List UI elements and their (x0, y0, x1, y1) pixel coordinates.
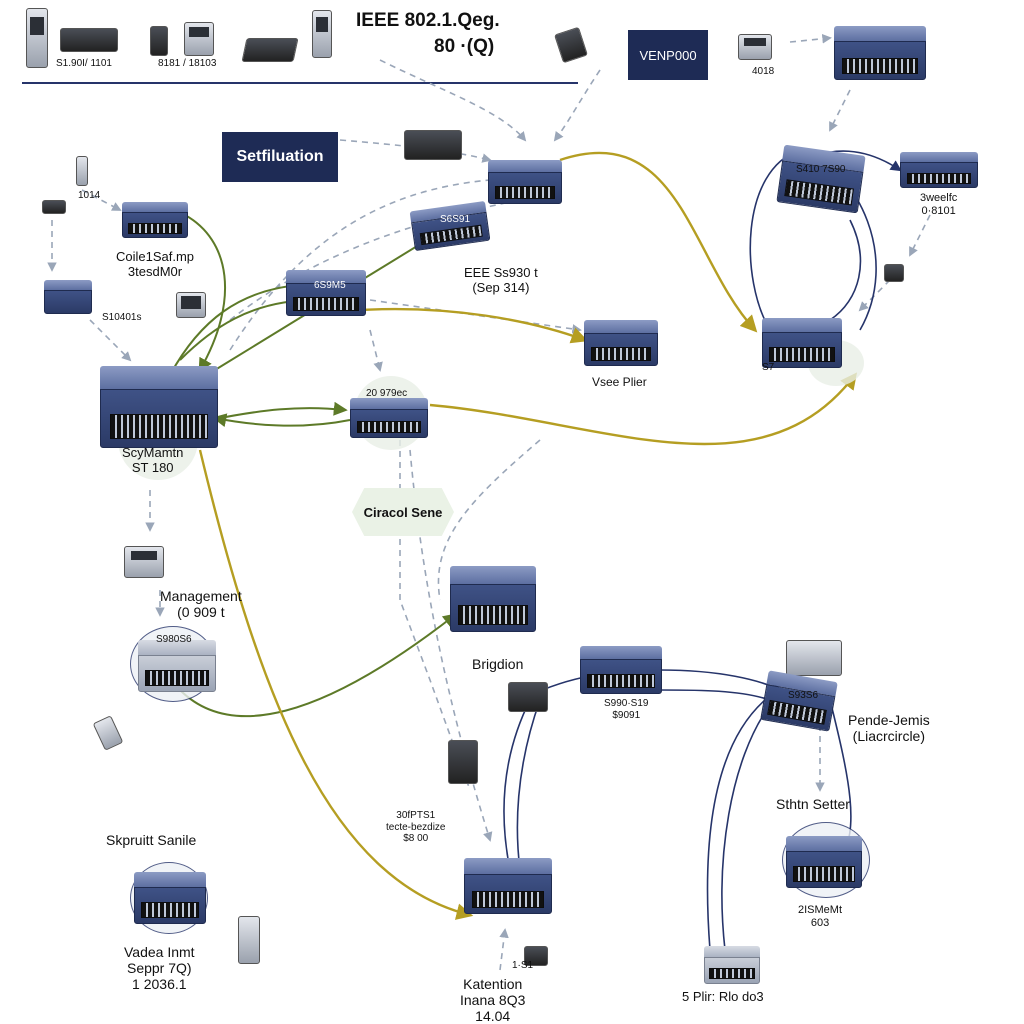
brigdion-switch (450, 566, 536, 632)
brigdion-label: Brigdion (472, 656, 524, 672)
rack-device-icon (26, 8, 48, 68)
skpruitt-label: Skpruitt Sanile (106, 832, 197, 848)
right-top-switch-label: S410 7S90 (796, 164, 846, 175)
yellow-links (198, 151, 858, 920)
right-bottom-switch (786, 836, 862, 888)
mgmt-switch (138, 640, 216, 692)
middle-switch-label: S990·S19 $9091 (604, 698, 649, 721)
small-adapter-icon (42, 200, 66, 214)
small-board-icon (524, 946, 548, 966)
server-tower-icon (150, 26, 168, 56)
right-top-switch (776, 144, 866, 214)
main-switch-label: ScyMamtn ST 180 (122, 445, 184, 475)
camera-small-icon (786, 640, 842, 676)
five-plir-label: 5 Plir: Rlo do3 (682, 989, 764, 1004)
switch-center-top-label: 6S9M5 (314, 280, 346, 291)
switch-center-main (286, 270, 366, 316)
standard-title: IEEE 802.1.Qeg. (356, 10, 500, 31)
right-hub (762, 318, 842, 368)
right-top-label: 3weelfc 0·8101 (920, 192, 958, 217)
top-right-switch (834, 26, 926, 80)
katention-label: Katention Inana 8Q3 14.04 (460, 976, 526, 1024)
switch-center-top (488, 160, 562, 204)
handheld-scanner-icon (238, 916, 260, 964)
right-mid-switch-label: S93S6 (788, 690, 819, 701)
right-top-hub (900, 152, 978, 188)
switch-center-mid (350, 398, 428, 438)
core-group-label: Coile1Saf.mp 3tesdM0r (116, 249, 195, 279)
middle-switch (580, 646, 662, 694)
rack-side-device (44, 280, 92, 314)
katention-switch (464, 858, 552, 914)
switch-center-mid-label: 20 979ec (366, 388, 408, 399)
main-switch (100, 366, 218, 448)
five-plir-device (704, 946, 760, 984)
small-top-left-label: 1014 (78, 190, 101, 201)
bottom-num-label: 1·S1 (512, 960, 534, 971)
printer-icon (124, 546, 164, 578)
right-bottom-switch-label: 2ISMeMt 603 (798, 904, 843, 929)
scanner-device-icon (404, 130, 462, 160)
top-left-devices-label: S1.90I/ 1101 (56, 58, 112, 69)
left-mid-device-label: 30fPTS1 tecte-bezdize $8 00 (386, 810, 446, 844)
management-label: Management (0 909 t (160, 588, 242, 621)
skpruitt-switch (134, 872, 206, 924)
access-point-icon (738, 34, 772, 60)
wall-device-label: 4018 (752, 66, 775, 77)
right-hub-label: S7 (762, 362, 775, 373)
desk-phone-icon (312, 10, 332, 58)
rack-side-label: S10401s (102, 312, 142, 323)
vadea-label: Vadea Inmt Seppr 7Q) 1 2036.1 (124, 944, 195, 993)
core-switch (122, 202, 188, 238)
circle-scene-hex: Ciracol Sene (352, 488, 454, 536)
vsee-switch (584, 320, 658, 366)
setfiliation-box: Setfiluation (222, 132, 338, 182)
stacked-device-icon (448, 740, 478, 784)
phone-handset-icon (184, 22, 214, 56)
ieee-sep-label: EEE Ss930 t (Sep 314) (464, 265, 538, 295)
mgmt-switch-label: S980S6 (156, 634, 192, 645)
vendor-box: VENP000 (628, 30, 708, 80)
monitor-icon (176, 292, 206, 318)
switch-center-upper-label: S6S91 (440, 214, 471, 225)
standard-subtitle: 80 ·(Q) (434, 36, 495, 57)
patch-panel-icon (60, 28, 118, 52)
small-module-icon (884, 264, 904, 282)
vsee-plier-label: Vsee Plier (592, 375, 647, 389)
pende-jemis-label: Pende-Jemis (Liacrcircle) (848, 712, 930, 745)
router-icon (241, 38, 299, 62)
tape-device-icon (508, 682, 548, 712)
top-mid-devices-label: 8181 / 18103 (158, 58, 217, 69)
sthtn-setter-label: Sthtn Setter (776, 796, 850, 812)
remote-device-icon (76, 156, 88, 186)
